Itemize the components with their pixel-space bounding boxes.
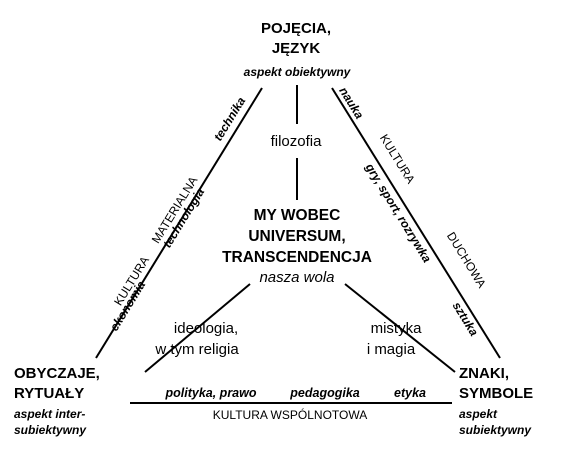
left-vertex-line1: OBYCZAJE,: [14, 365, 100, 382]
bottom-label-kultura: KULTURA WSPÓLNOTOWA: [213, 407, 367, 422]
center-line4: nasza wola: [259, 269, 334, 286]
bottom-label-polityka: polityka, prawo: [165, 386, 257, 400]
right-vertex-aspect1: aspekt: [459, 407, 498, 421]
spoke-right-label-2: i magia: [367, 341, 416, 358]
right-edge-gry-group: gry, sport, rozrywka: [362, 160, 434, 265]
spoke-top-label: filozofia: [271, 133, 323, 150]
right-edge-duchowa: DUCHOWA: [444, 229, 489, 290]
right-edge-duchowa-group: DUCHOWA: [444, 229, 489, 290]
bottom-label-pedagogika: pedagogika: [289, 386, 360, 400]
spoke-left-label-2: w tym religia: [154, 341, 239, 358]
right-edge-gry: gry, sport, rozrywka: [362, 160, 434, 265]
left-edge-line: [95, 87, 263, 359]
right-edge-line: [331, 87, 501, 359]
right-vertex-aspect2: subiektywny: [459, 423, 532, 437]
top-vertex-line2: JĘZYK: [272, 40, 321, 57]
spoke-left: [144, 283, 251, 373]
center-line2: UNIVERSUM,: [248, 228, 345, 245]
top-vertex-line1: POJĘCIA,: [261, 20, 331, 37]
left-vertex-line2: RYTUAŁY: [14, 385, 84, 402]
center-line1: MY WOBEC: [254, 207, 341, 224]
spoke-right: [344, 283, 456, 373]
spoke-right-label-1: mistyka: [371, 320, 422, 337]
right-vertex-line2: SYMBOLE: [459, 385, 533, 402]
top-vertex-aspect: aspekt obiektywny: [244, 65, 352, 79]
center-line3: TRANSCENDENCJA: [222, 249, 372, 266]
bottom-label-etyka: etyka: [394, 386, 426, 400]
spoke-left-label-1: ideologia,: [174, 320, 238, 337]
right-vertex-line1: ZNAKI,: [459, 365, 509, 382]
left-vertex-aspect2: subiektywny: [14, 423, 87, 437]
left-vertex-aspect1: aspekt inter-: [14, 407, 85, 421]
